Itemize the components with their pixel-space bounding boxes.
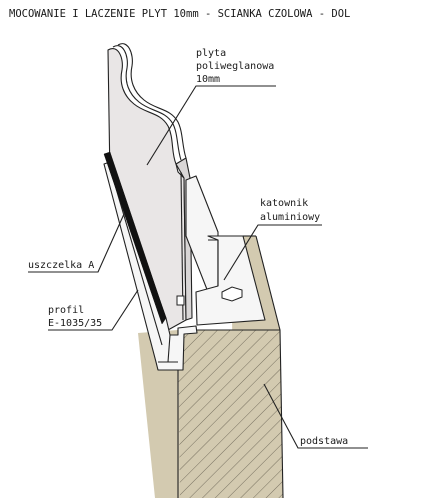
label-panel-line-1: plyta [196, 48, 226, 59]
bolt-head-icon [221, 286, 243, 302]
label-base: podstawa [300, 436, 348, 447]
bracket-leader [223, 224, 322, 281]
label-angle-bracket: katownik aluminiowy [260, 198, 320, 223]
label-panel-line-2: poliweglanowa [196, 61, 274, 72]
label-panel-line-3: 10mm [196, 74, 220, 85]
label-profile-line-2: E-1035/35 [48, 318, 102, 329]
bracket-fold-line [208, 239, 219, 286]
base-leader [263, 383, 368, 449]
label-bracket-line-2: aluminiowy [260, 212, 320, 223]
label-profile: profil E-1035/35 [48, 305, 102, 329]
profile-leader [48, 289, 139, 331]
base-outline [177, 329, 284, 498]
label-panel: plyta poliweglanowa 10mm [196, 48, 274, 85]
seal-leader [28, 213, 125, 273]
seal-a [103, 151, 167, 325]
panel-leader [146, 85, 276, 166]
label-profile-line-1: profil [48, 305, 84, 316]
screw-icon [176, 295, 185, 306]
label-bracket-line-1: katownik [260, 198, 308, 209]
panel-break-line-1 [112, 45, 182, 161]
label-seal: uszczelka A [28, 260, 94, 271]
diagram-title: MOCOWANIE I LACZENIE PLYT 10mm - SCIANKA… [9, 8, 350, 20]
panel-break-line-2 [117, 43, 187, 159]
base-left-face [138, 330, 180, 498]
base-right-edge [255, 235, 281, 331]
angle-bracket [176, 175, 266, 326]
panel-inner-line [180, 171, 184, 321]
base-block [138, 235, 284, 498]
leader-lines [28, 85, 368, 449]
profile-lip-line [167, 334, 171, 363]
base-hatch-lines [178, 330, 283, 498]
